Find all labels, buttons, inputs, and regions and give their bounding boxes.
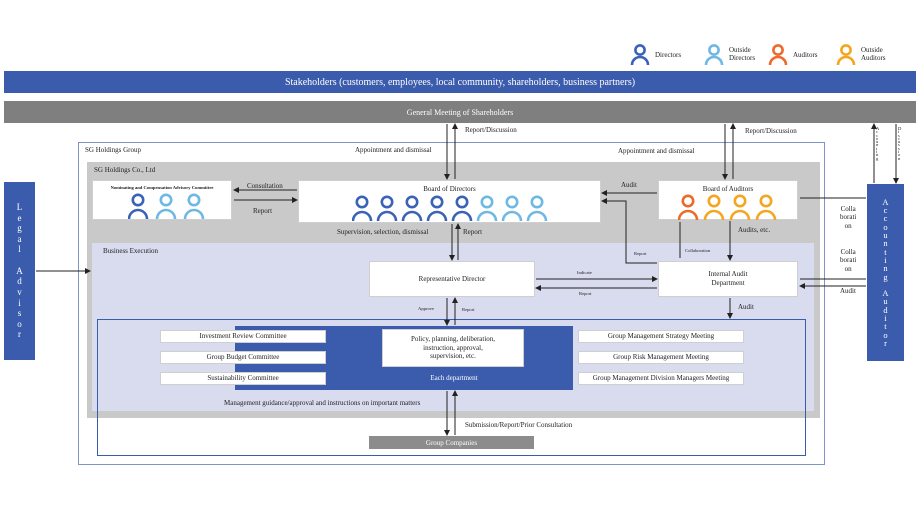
legend-label: Auditors [793,51,818,59]
business-execution-label: Business Execution [103,247,159,255]
label-submission: Submission/Report/Prior Consultation [465,421,573,429]
label-audit-right: Audit [840,287,856,295]
committee-label: Sustainability Committee [207,374,279,383]
board-of-directors-box: Board of Directors [298,180,601,223]
group-management-box [97,319,806,456]
group-label: SG Holdings Group [85,146,142,154]
arrow-ia-report-board [601,198,657,264]
legend-label: Directors [655,51,682,59]
outside-auditor-icon [836,44,856,66]
group-companies-box: Group Companies [369,436,534,449]
outside-director-icon [526,195,548,222]
committee-label: Group Risk Management Meeting [613,353,709,362]
label-report-nom: Report [253,207,273,215]
each-department-label: Each department [430,374,478,382]
committee-label: Group Management Division Managers Meeti… [592,374,730,383]
label-approve: Approve [418,306,435,311]
stakeholders-bar: Stakeholders (customers, employees, loca… [4,71,916,93]
internal-audit-label: Internal Audit Department [708,270,748,287]
outside-auditor-icon [703,194,725,221]
director-icon [127,193,149,220]
label-collab-1: Colla borati on [840,205,857,230]
outside-director-icon [155,193,177,220]
accounting-auditor-box: A c c o u n t i n g A u d i t o r [867,184,904,361]
committee-right-1: Group Management Strategy Meeting [578,330,744,343]
legend-directors: Directors [630,44,681,66]
policy-box: Policy, planning, deliberation, instruct… [382,329,524,367]
label-report-ia: Report [579,291,592,296]
label-collaboration-small: Collaboration [685,248,711,253]
auditor-icon [677,194,699,221]
label-appointment-1: Appointment and dismissal [355,146,432,154]
representative-director-label: Representative Director [418,274,486,283]
label-vertical-1: A c c o u n t i n g [876,126,880,161]
outside-auditor-icon [729,194,751,221]
director-icon [426,195,448,222]
sg-label: SG Holdings Co., Ltd [94,166,156,174]
outside-director-icon [501,195,523,222]
legend-outside-directors: Outside Directors [704,44,755,66]
nominating-committee-label: Nominating and Compensation Advisory Com… [110,185,214,190]
board-of-directors-label: Board of Directors [423,185,476,193]
label-vertical-2: D i s c u s s i o n [898,126,902,161]
board-directors-members [351,195,552,227]
director-icon [376,195,398,222]
outside-director-icon [183,193,205,220]
outside-auditor-icon [755,194,777,221]
director-icon [630,44,650,66]
committee-label: Group Budget Committee [206,353,280,362]
director-icon [451,195,473,222]
legend-label: Outside Directors [729,46,756,62]
label-appointment-2: Appointment and dismissal [618,147,695,155]
label-report-small: Report [634,251,647,256]
label-audit-top: Audit [621,181,637,189]
label-report-rep: Report [463,228,483,236]
label-audit-dept: Audit [738,303,754,311]
label-collab-2: Colla borati on [840,248,857,273]
legend-auditors: Auditors [768,44,818,66]
legend-outside-auditors: Outside Auditors [836,44,886,66]
outside-director-icon [704,44,724,66]
committee-label: Group Management Strategy Meeting [607,332,715,341]
board-auditors-members [677,194,780,226]
legal-advisor-box: L e g a l A d v i s o r [4,182,35,360]
policy-label: Policy, planning, deliberation, instruct… [410,334,496,361]
committee-right-3: Group Management Division Managers Meeti… [578,372,744,385]
committee-right-2: Group Risk Management Meeting [578,351,744,364]
committee-left-3: Sustainability Committee [160,372,326,385]
committee-left-2: Group Budget Committee [160,351,326,364]
label-report-dept: Report [462,307,475,312]
label-indicate: Indicate [577,270,592,275]
director-icon [351,195,373,222]
label-consultation: Consultation [247,182,283,190]
outside-director-icon [476,195,498,222]
committee-label: Investment Review Committee [199,332,287,341]
nominating-members [127,193,212,225]
label-supervision: Supervision, selection, dismissal [337,228,429,236]
internal-audit-box: Internal Audit Department [658,261,798,297]
label-report-discussion-1: Report/Discussion [465,126,517,134]
legend-label: Outside Auditors [861,46,886,62]
label-mgmt-guidance: Management guidance/approval and instruc… [224,399,421,407]
director-icon [401,195,423,222]
representative-director-box: Representative Director [369,261,535,297]
auditor-icon [768,44,788,66]
legend: Directors Outside Directors Auditors Out… [630,44,920,68]
label-report-discussion-2: Report/Discussion [745,127,797,135]
label-audits-etc: Audits, etc. [738,226,771,234]
general-meeting-bar: General Meeting of Shareholders [4,101,916,123]
committee-left-1: Investment Review Committee [160,330,326,343]
board-of-auditors-label: Board of Auditors [702,185,754,193]
